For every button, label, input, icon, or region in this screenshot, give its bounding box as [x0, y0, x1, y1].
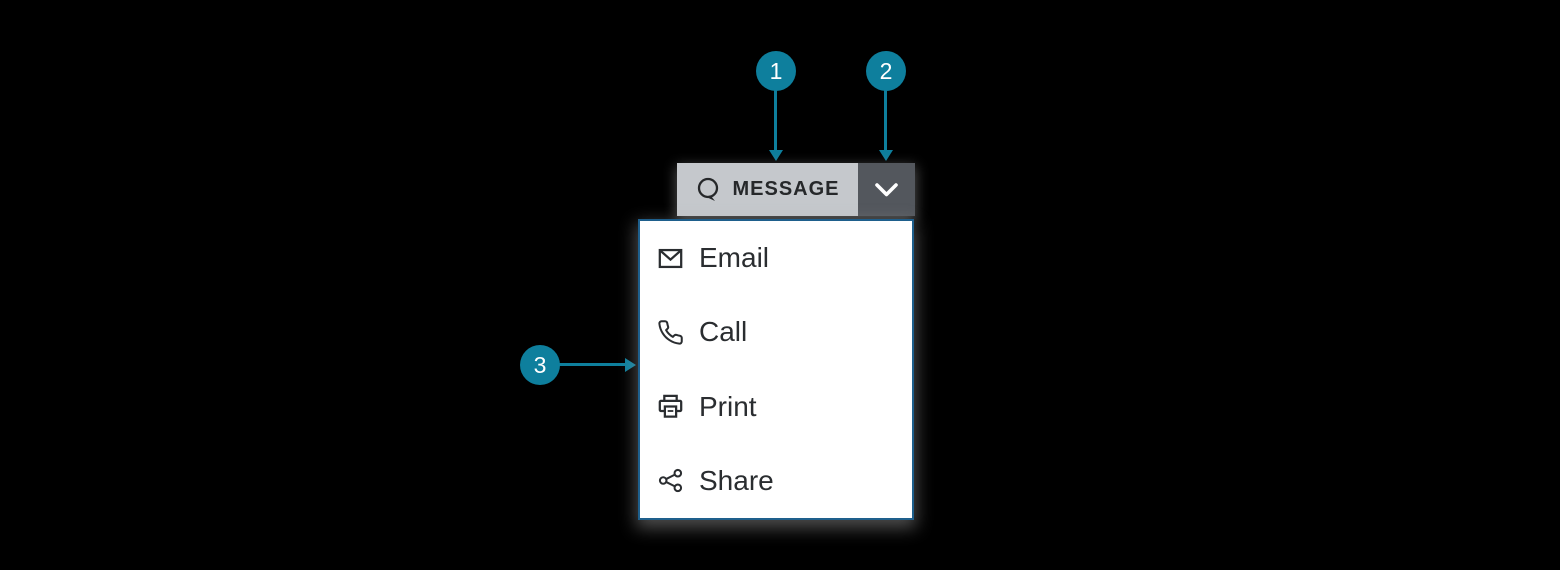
- share-icon: [657, 467, 684, 494]
- callout-1-badge: 1: [756, 51, 796, 91]
- chevron-down-icon: [873, 182, 900, 198]
- envelope-icon: [657, 245, 684, 272]
- message-button[interactable]: MESSAGE: [677, 163, 858, 216]
- phone-icon: [657, 319, 684, 346]
- menu-item-call[interactable]: Call: [640, 295, 912, 370]
- callout-3-arrow: [559, 363, 626, 366]
- callout-3-arrowhead: [625, 358, 636, 372]
- printer-icon: [657, 393, 684, 420]
- callout-2-badge: 2: [866, 51, 906, 91]
- message-split-button: MESSAGE: [677, 163, 915, 216]
- menu-item-label: Email: [699, 242, 770, 274]
- callout-2-arrow: [884, 90, 887, 151]
- speech-bubble-icon: [695, 176, 722, 203]
- callout-3-number: 3: [533, 351, 547, 378]
- callout-2-arrowhead: [879, 150, 893, 161]
- menu-item-label: Print: [699, 390, 757, 422]
- menu-item-email[interactable]: Email: [640, 221, 912, 296]
- dropdown-menu: Email Call Print: [638, 219, 914, 520]
- menu-item-label: Call: [699, 316, 748, 348]
- callout-1-number: 1: [769, 57, 783, 84]
- callout-2-number: 2: [879, 57, 893, 84]
- dropdown-toggle-button[interactable]: [858, 163, 915, 216]
- callout-1-arrow: [774, 90, 777, 151]
- message-button-label: MESSAGE: [732, 178, 840, 200]
- callout-1-arrowhead: [769, 150, 783, 161]
- menu-item-print[interactable]: Print: [640, 369, 912, 444]
- callout-3-badge: 3: [520, 345, 560, 385]
- menu-item-label: Share: [699, 464, 774, 496]
- menu-item-share[interactable]: Share: [640, 443, 912, 518]
